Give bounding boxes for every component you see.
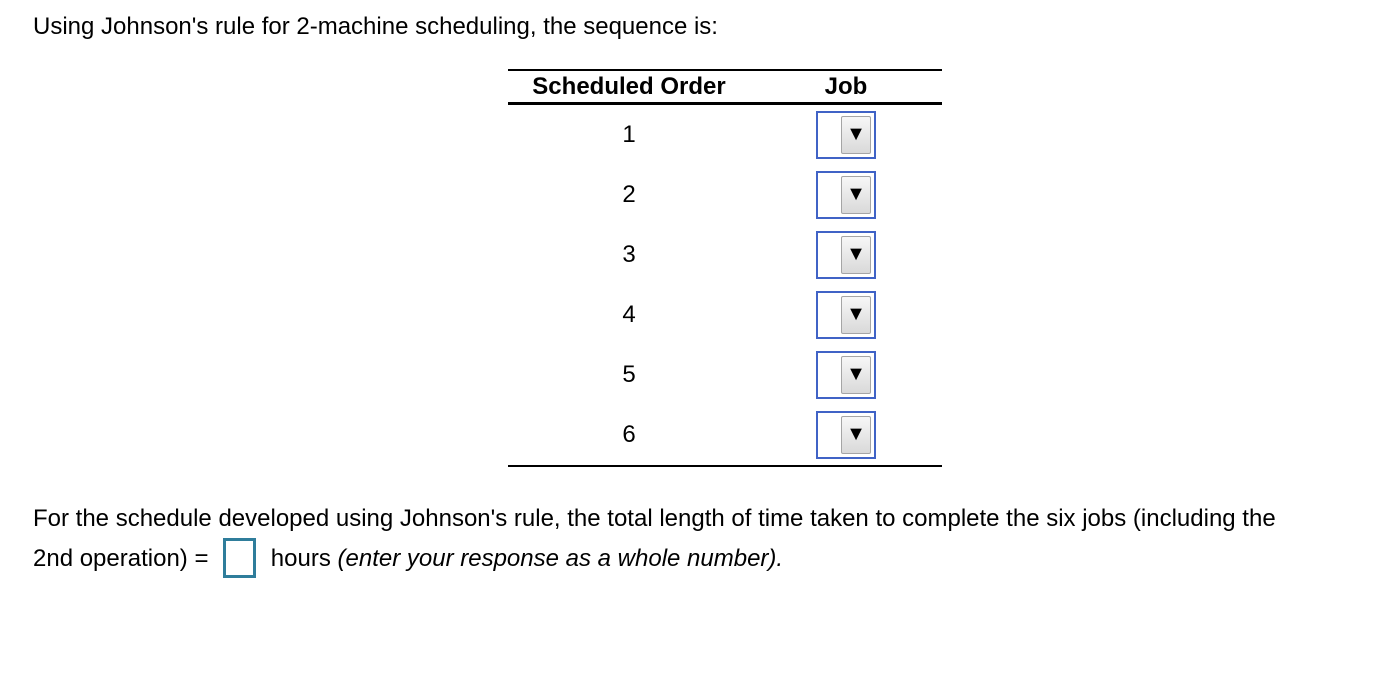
table-header-row: Scheduled Order Job [508,71,942,105]
job-dropdown-1[interactable]: ▼ [816,111,876,159]
scheduled-order-value: 4 [622,301,636,328]
followup-question: For the schedule developed using Johnson… [33,499,1393,578]
table-row: 2 ▼ [508,165,942,225]
schedule-table: Scheduled Order Job 1 ▼ 2 ▼ 3 ▼ [508,69,942,467]
table-row: 3 ▼ [508,225,942,285]
dropdown-button[interactable]: ▼ [841,296,871,334]
hours-input[interactable] [223,538,257,578]
dropdown-button[interactable]: ▼ [841,356,871,394]
dropdown-arrow-icon: ▼ [846,303,866,325]
dropdown-arrow-icon: ▼ [846,123,866,145]
job-cell: ▼ [750,351,942,399]
job-cell: ▼ [750,171,942,219]
question-intro: Using Johnson's rule for 2-machine sched… [33,13,718,40]
followup-line1: For the schedule developed using Johnson… [33,505,1276,532]
dropdown-button[interactable]: ▼ [841,116,871,154]
scheduled-order-value: 6 [622,421,636,448]
scheduled-order-value: 2 [622,181,636,208]
job-dropdown-6[interactable]: ▼ [816,411,876,459]
dropdown-arrow-icon: ▼ [846,243,866,265]
dropdown-button[interactable]: ▼ [841,236,871,274]
table-row: 5 ▼ [508,345,942,405]
column-header-scheduled-order: Scheduled Order [532,72,726,100]
followup-instruction: (enter your response as a whole number). [337,544,784,572]
dropdown-button[interactable]: ▼ [841,416,871,454]
job-dropdown-3[interactable]: ▼ [816,231,876,279]
followup-hours-label: hours [264,544,338,572]
job-cell: ▼ [750,231,942,279]
job-dropdown-4[interactable]: ▼ [816,291,876,339]
dropdown-arrow-icon: ▼ [846,423,866,445]
dropdown-button[interactable]: ▼ [841,176,871,214]
job-cell: ▼ [750,291,942,339]
job-dropdown-5[interactable]: ▼ [816,351,876,399]
job-dropdown-2[interactable]: ▼ [816,171,876,219]
dropdown-arrow-icon: ▼ [846,363,866,385]
table-row: 6 ▼ [508,405,942,465]
job-cell: ▼ [750,111,942,159]
followup-line2: 2nd operation) = hours (enter your respo… [33,538,1393,578]
job-cell: ▼ [750,411,942,459]
followup-line2-prefix: 2nd operation) = [33,544,216,572]
table-row: 4 ▼ [508,285,942,345]
dropdown-arrow-icon: ▼ [846,183,866,205]
scheduled-order-value: 1 [622,121,636,148]
scheduled-order-value: 3 [622,241,636,268]
column-header-job: Job [824,72,868,100]
table-row: 1 ▼ [508,105,942,165]
scheduled-order-value: 5 [622,361,636,388]
